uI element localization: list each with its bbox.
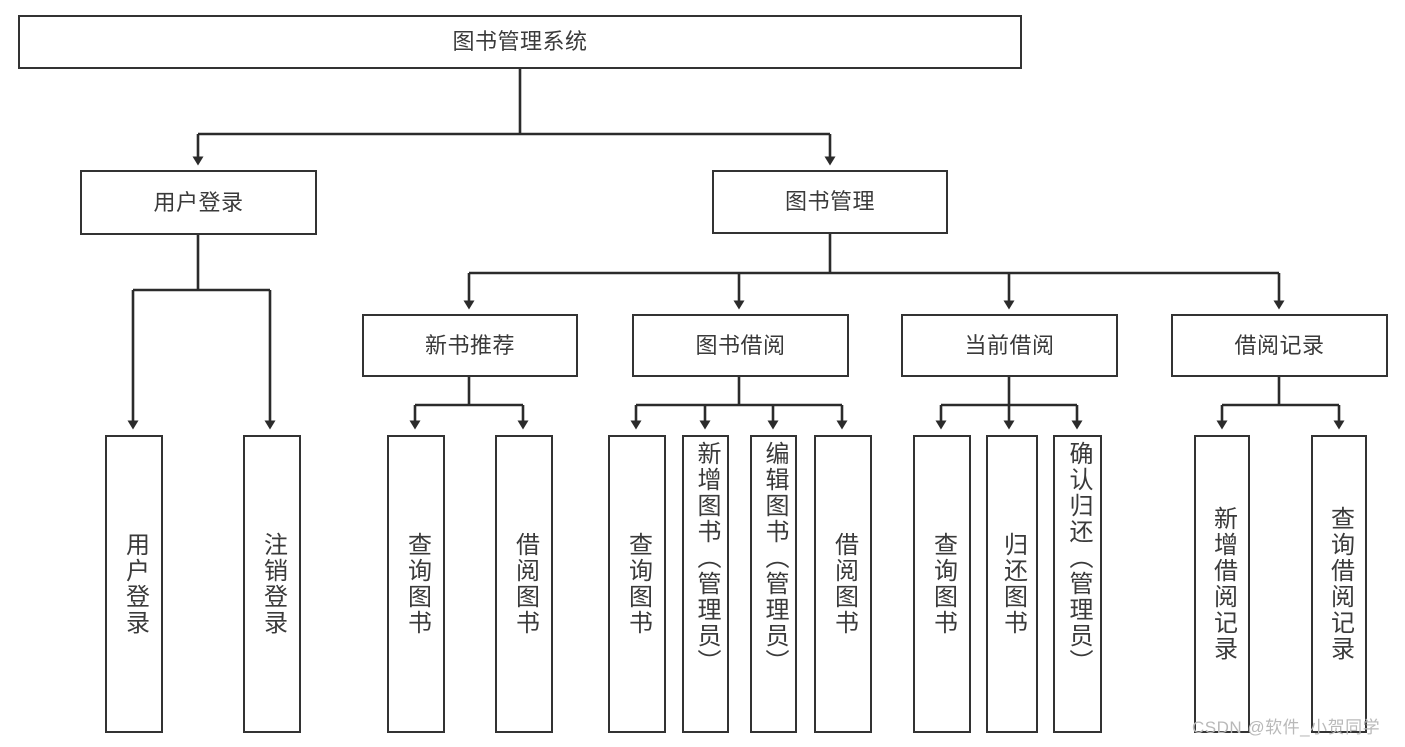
leaf-recommend-borrow-book[interactable]: 借阅图书 [495,435,553,733]
node-label: 新增图书（管理员） [692,441,720,675]
leaf-borrow-edit-book-admin[interactable]: 编辑图书（管理员） [750,435,797,733]
node-label: 当前借阅 [964,332,1055,358]
node-book-management[interactable]: 图书管理 [712,170,948,234]
node-label: 查询图书 [929,532,957,636]
node-borrow-record[interactable]: 借阅记录 [1171,314,1388,377]
node-book-borrow[interactable]: 图书借阅 [632,314,849,377]
leaf-current-return-book[interactable]: 归还图书 [986,435,1038,733]
node-root-system[interactable]: 图书管理系统 [18,15,1022,69]
node-label: 借阅记录 [1234,332,1325,358]
leaf-current-confirm-return-admin[interactable]: 确认归还（管理员） [1053,435,1102,733]
node-user-login[interactable]: 用户登录 [80,170,317,235]
node-label: 借阅图书 [511,532,539,636]
node-label: 用户登录 [121,532,149,636]
leaf-user-login-signin[interactable]: 用户登录 [105,435,163,733]
node-label: 编辑图书（管理员） [760,441,788,675]
csdn-watermark: CSDN @软件_小贺同学 [1192,718,1381,737]
node-label: 图书管理系统 [452,29,588,55]
leaf-current-query-book[interactable]: 查询图书 [913,435,971,733]
node-label: 借阅图书 [830,532,858,636]
leaf-recommend-query-book[interactable]: 查询图书 [387,435,445,733]
leaf-user-login-signout[interactable]: 注销登录 [243,435,301,733]
node-label: 新增借阅记录 [1209,506,1237,662]
node-label: 新书推荐 [424,332,515,358]
node-new-book-recommend[interactable]: 新书推荐 [362,314,578,377]
node-current-borrow[interactable]: 当前借阅 [901,314,1118,377]
node-label: 确认归还（管理员） [1064,441,1092,675]
node-label: 查询图书 [403,532,431,636]
node-label: 查询图书 [624,532,652,636]
node-label: 注销登录 [259,532,287,636]
node-label: 图书借阅 [695,332,786,358]
node-label: 查询借阅记录 [1326,506,1354,662]
node-label: 图书管理 [784,189,875,215]
node-label: 用户登录 [153,189,244,215]
leaf-record-query-record[interactable]: 查询借阅记录 [1311,435,1367,733]
leaf-borrow-borrow-book[interactable]: 借阅图书 [814,435,872,733]
leaf-borrow-query-book[interactable]: 查询图书 [608,435,666,733]
leaf-record-add-record[interactable]: 新增借阅记录 [1194,435,1250,733]
leaf-borrow-add-book-admin[interactable]: 新增图书（管理员） [682,435,729,733]
node-label: 归还图书 [999,532,1027,636]
